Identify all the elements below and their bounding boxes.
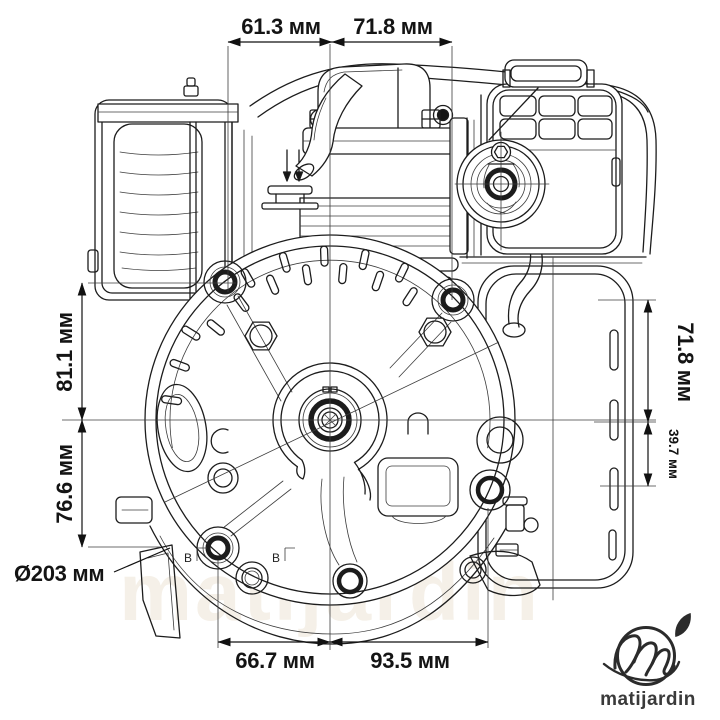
air-filter-handle [504, 59, 588, 88]
dim-bottom-right-label: 93.5 мм [370, 648, 449, 673]
muffler-bracket [97, 77, 239, 313]
hex-nut [244, 321, 278, 351]
right-skid [469, 550, 541, 597]
dim-right-upper-label: 71.8 мм [673, 322, 698, 401]
spark-plug-recess [156, 383, 229, 473]
fuel-valve-fittings [495, 496, 539, 557]
dim-right-lower-label: 39.7 мм [666, 429, 681, 479]
hub-kidney-ring [272, 362, 388, 501]
dim-diameter-label: Ø203 мм [14, 561, 104, 586]
carburetor-fittings [261, 149, 319, 210]
intake-elbow [293, 73, 363, 181]
logo-wordmark: matijardin [600, 689, 696, 710]
dim-left-upper-label: 81.1 мм [52, 312, 77, 391]
section-marker-b1: B [184, 551, 192, 565]
breather-box [377, 412, 459, 524]
dimension-layer: 61.3 мм 71.8 мм 81.1 мм 76.6 мм 71.8 мм … [14, 14, 698, 673]
dim-top-right-label: 71.8 мм [353, 14, 432, 39]
mount-bolt [431, 278, 475, 322]
engine-assembly [87, 59, 657, 645]
logo-leaf-icon [675, 612, 691, 637]
starter-cup [449, 117, 550, 259]
mount-bolt [203, 260, 247, 304]
hex-nut [418, 317, 452, 347]
muffler [87, 99, 253, 317]
left-foot [139, 544, 181, 639]
dim-top-left-label: 61.3 мм [241, 14, 320, 39]
dim-bottom-left-label: 66.7 мм [235, 648, 314, 673]
section-marker-b2: B [272, 551, 280, 565]
matijardin-logo: matijardin [600, 612, 696, 710]
cover-bolts [196, 260, 524, 599]
fuel-tank [459, 83, 657, 264]
cover-ribs [222, 295, 452, 566]
dim-left-lower-label: 76.6 мм [52, 444, 77, 523]
logo-mark-icon [602, 612, 691, 686]
